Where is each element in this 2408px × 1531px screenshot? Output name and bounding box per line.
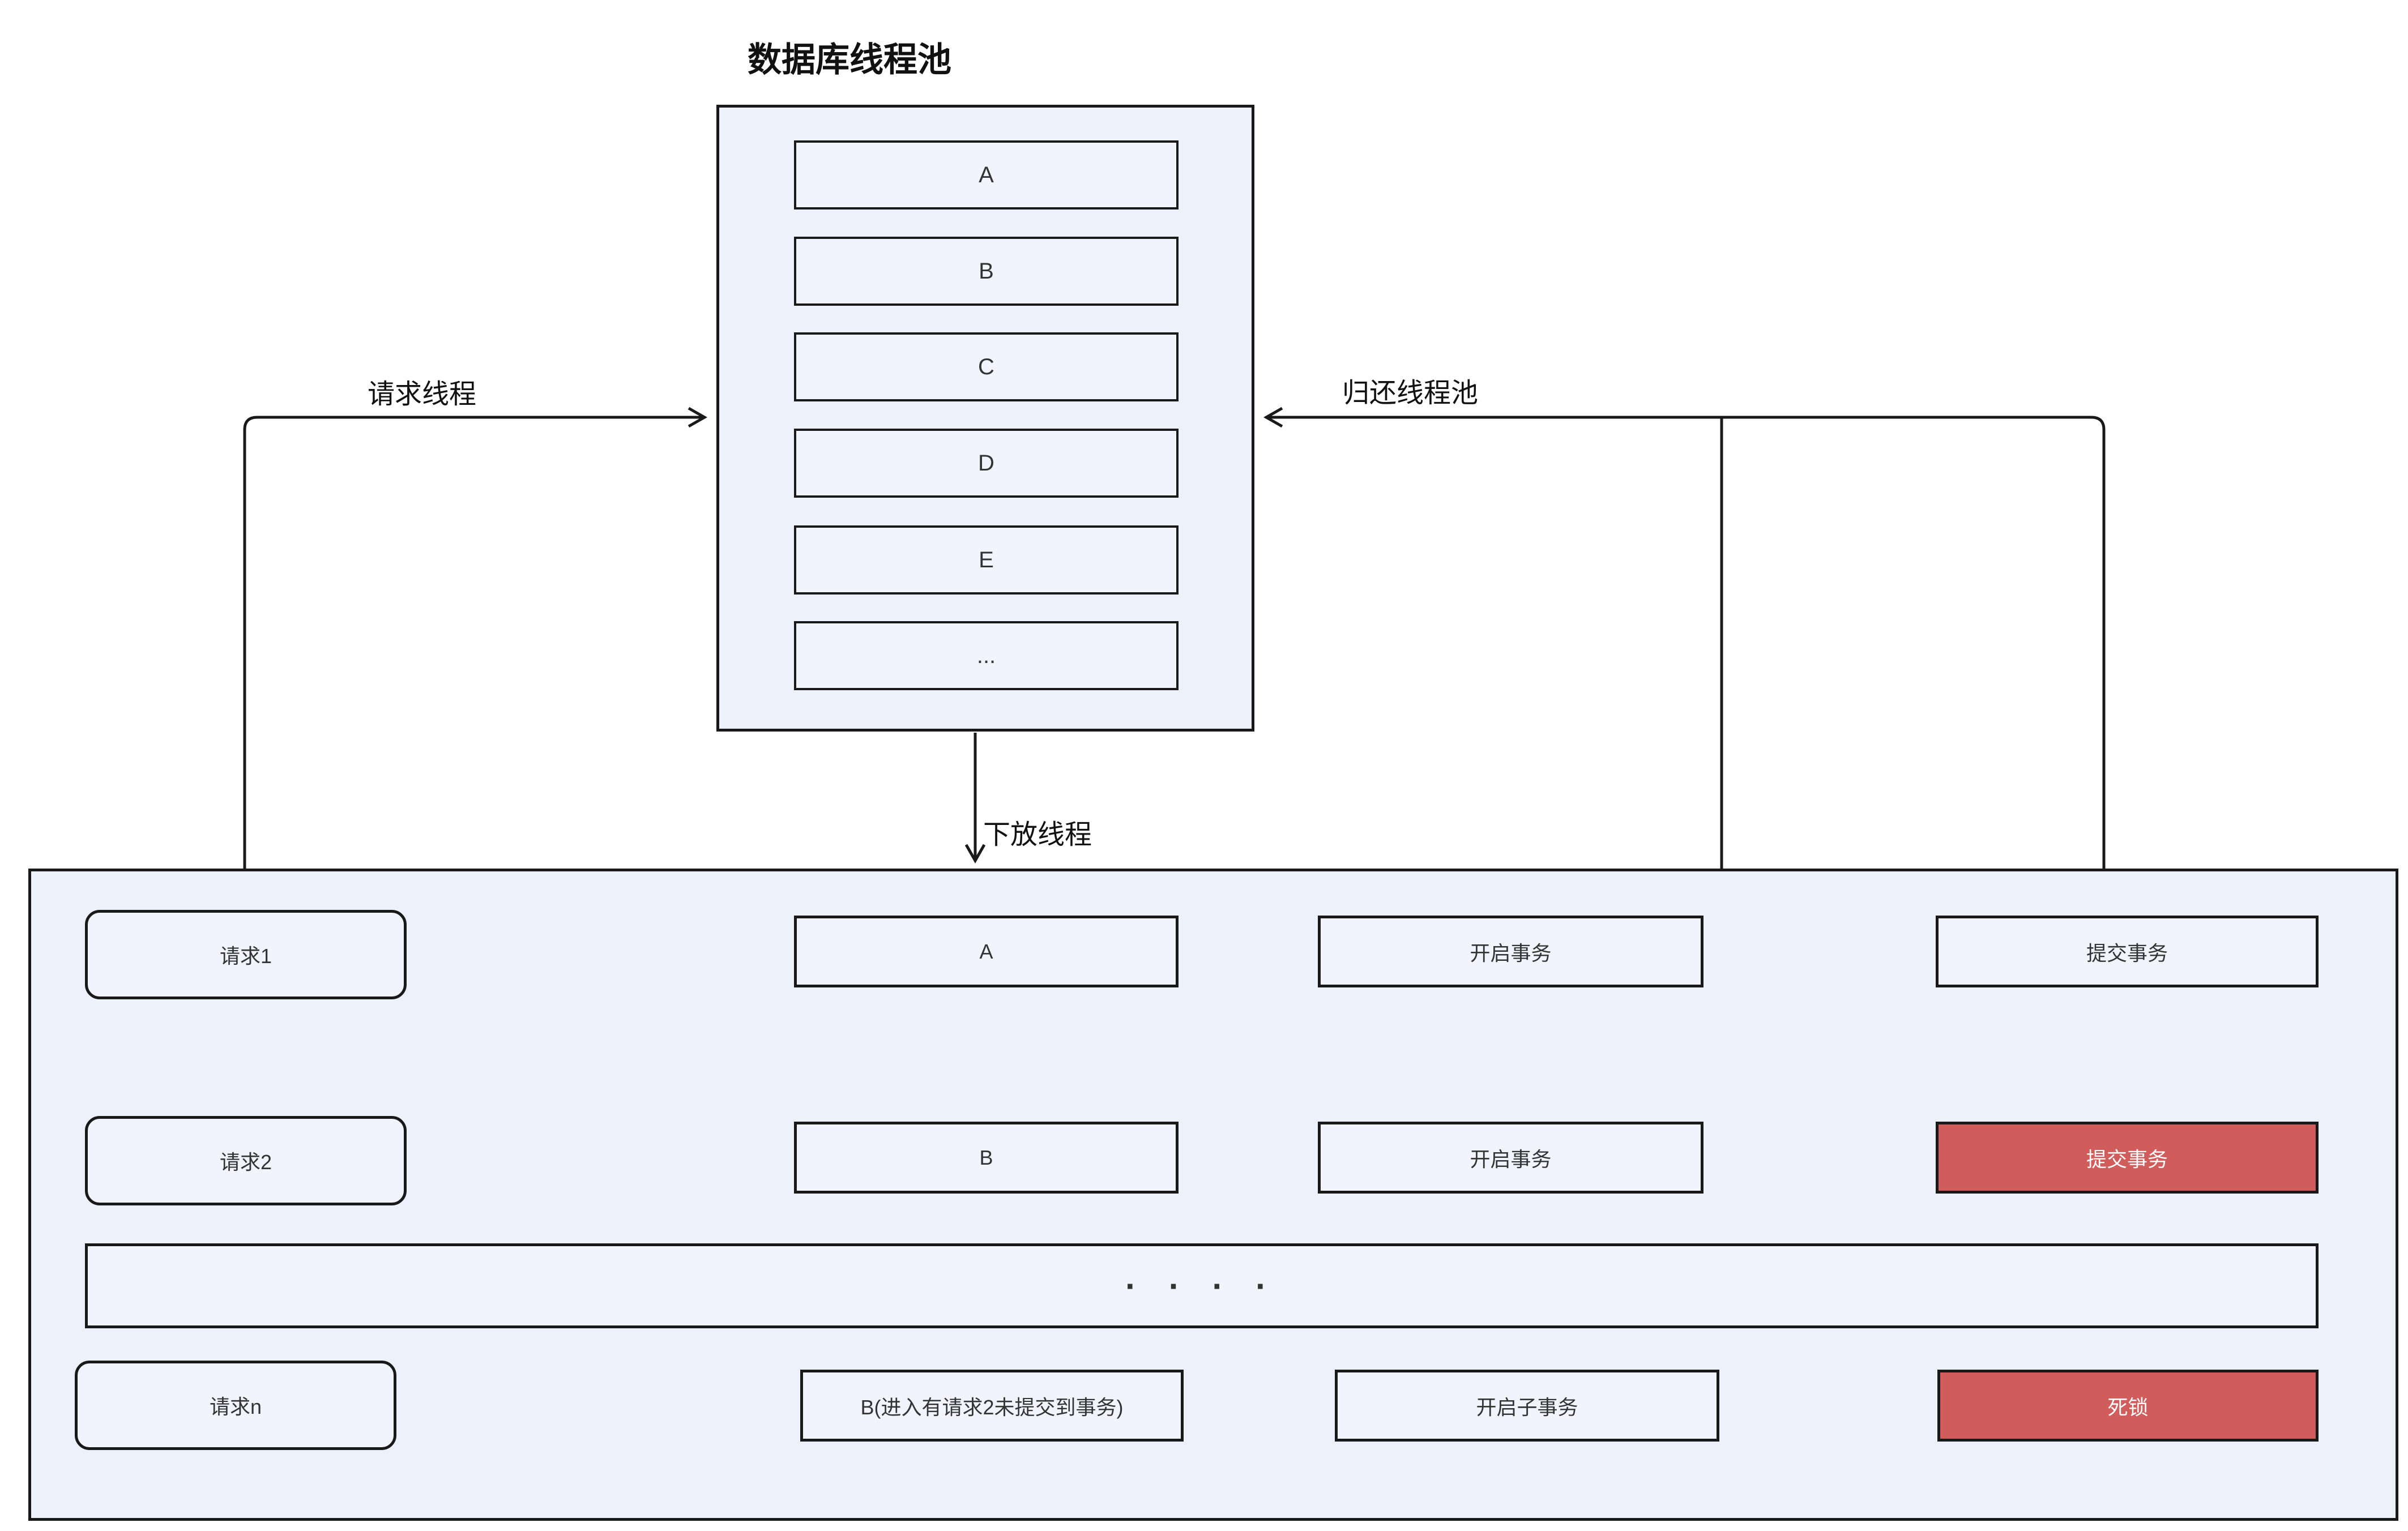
- diagram-title: 数据库线程池: [748, 40, 951, 79]
- row1-thread-box: A: [794, 916, 1179, 987]
- row1-open-transaction-box: 开启事务: [1318, 916, 1703, 987]
- dispatch-thread-label: 下放线程: [983, 820, 1092, 850]
- thread-slot-c: C: [794, 332, 1179, 401]
- request1-box: 请求1: [85, 910, 407, 999]
- thread-slot-more: ...: [794, 621, 1179, 690]
- rown-thread-box: B(进入有请求2未提交到事务): [800, 1370, 1184, 1442]
- edge-request-thread: [243, 407, 708, 869]
- requestn-box: 请求n: [75, 1361, 396, 1450]
- thread-pool-panel: A B C D E ...: [716, 105, 1254, 732]
- thread-slot-d: D: [794, 429, 1179, 498]
- row2-open-transaction-box: 开启事务: [1318, 1122, 1703, 1194]
- thread-slot-e: E: [794, 525, 1179, 595]
- rown-open-subtransaction-box: 开启子事务: [1335, 1370, 1719, 1442]
- edge-return-thread: [1263, 407, 2106, 869]
- request2-box: 请求2: [85, 1116, 407, 1205]
- thread-slot-a: A: [794, 140, 1179, 209]
- row2-thread-box: B: [794, 1122, 1179, 1194]
- ellipsis-dots: · · · ·: [1125, 1267, 1278, 1305]
- return-thread-label: 归还线程池: [1342, 378, 1478, 408]
- thread-slot-b: B: [794, 237, 1179, 306]
- row2-commit-transaction-box-blocked: 提交事务: [1936, 1122, 2319, 1194]
- request-thread-label: 请求线程: [367, 379, 476, 409]
- row1-commit-transaction-box: 提交事务: [1936, 916, 2319, 987]
- ellipsis-band: · · · ·: [85, 1243, 2319, 1328]
- rown-deadlock-box: 死锁: [1937, 1370, 2319, 1442]
